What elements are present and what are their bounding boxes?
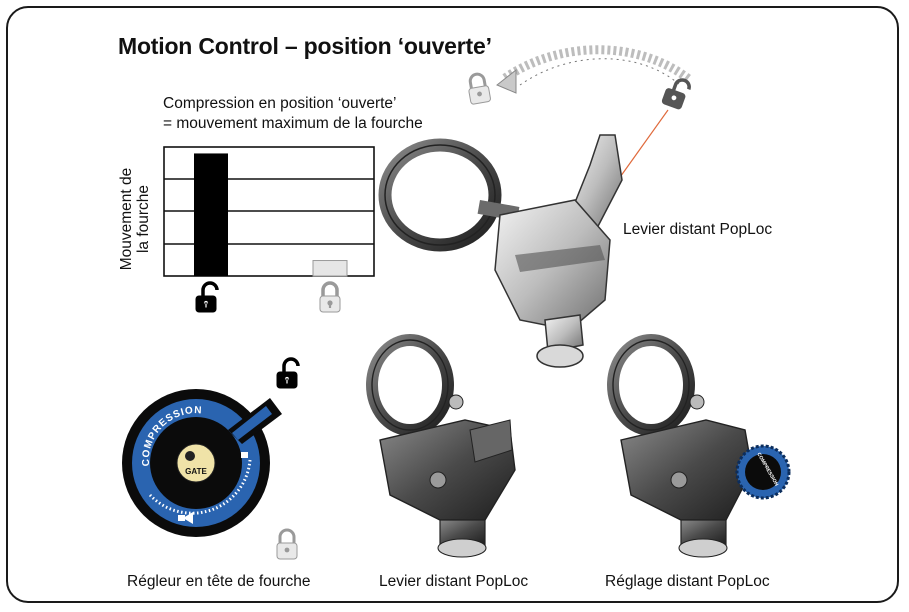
bar-open-lock: [194, 153, 228, 276]
chart-subtitle-line2: = mouvement maximum de la fourche: [163, 115, 423, 132]
open-lock-icon: [275, 357, 300, 390]
compression-dial: GATE COMPRESSION: [122, 389, 282, 537]
bar-chart: [163, 146, 375, 277]
diagram-frame: [6, 6, 899, 603]
label-remote-adjust: Réglage distant PopLoc: [605, 573, 770, 590]
chart-subtitle: Compression en position ‘ouverte’ = mouv…: [163, 94, 423, 134]
poploc-lever-middle: [366, 334, 516, 558]
chart-subtitle-line1: Compression en position ‘ouverte’: [163, 95, 397, 112]
label-remote-lever-large: Levier distant PopLoc: [623, 221, 773, 238]
label-crown-adjuster: Régleur en tête de fourche: [127, 573, 311, 590]
closed-lock-icon: [276, 528, 298, 560]
open-lock-icon: [194, 281, 219, 314]
open-lock-icon: [661, 78, 691, 110]
lever-indicator-line: [617, 109, 669, 181]
closed-lock-icon: [468, 72, 491, 105]
poploc-lever-large: [378, 134, 623, 368]
closed-lock-icon: [319, 281, 341, 313]
dashed-arrow-icon: [496, 45, 693, 94]
poploc-lever-right: COMPRESSION: [607, 334, 791, 558]
dial-center-text: GATE: [185, 467, 207, 476]
page-title: Motion Control – position ‘ouverte’: [118, 33, 492, 59]
label-remote-lever: Levier distant PopLoc: [379, 573, 529, 590]
bar-closed-lock: [312, 260, 348, 277]
